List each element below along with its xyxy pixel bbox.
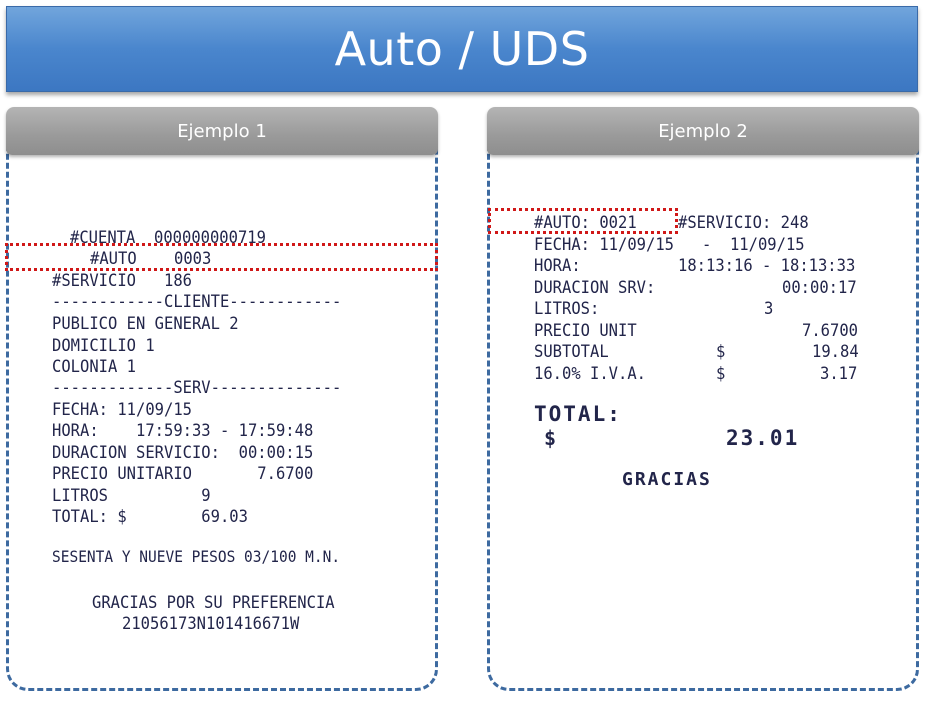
receipt-2-servicio: #SERVICIO: 248 <box>678 213 809 233</box>
receipt-2-gracias: GRACIAS <box>622 469 712 490</box>
receipt-2-subtotal-label: SUBTOTAL <box>534 342 609 362</box>
receipt-2-precio-value: 7.6700 <box>802 321 858 341</box>
title-banner: Auto / UDS <box>6 6 918 92</box>
receipt-1-amount-words: SESENTA Y NUEVE PESOS 03/100 M.N. <box>52 549 341 567</box>
receipt-1-cuenta: #CUENTA 000000000719 <box>70 228 266 248</box>
receipt-1-serv-separator: -------------SERV-------------- <box>52 378 342 398</box>
receipt-2-auto-highlight <box>488 208 678 234</box>
receipt-2-litros-value: 3 <box>764 299 774 319</box>
receipt-2-duracion-label: DURACION SRV: <box>534 278 656 298</box>
receipt-1-cliente-separator: ------------CLIENTE------------ <box>52 292 342 312</box>
receipt-2-hora-label: HORA: <box>534 256 581 276</box>
example-2-tab: Ejemplo 2 <box>487 107 919 155</box>
receipt-2-iva-currency: $ <box>716 364 726 384</box>
receipt-1-cliente-line-2: DOMICILIO 1 <box>52 336 155 356</box>
receipt-2-duracion-value: 00:00:17 <box>782 278 857 298</box>
receipt-2-subtotal-currency: $ <box>716 342 726 362</box>
receipt-2-total-value: 23.01 <box>726 426 800 450</box>
receipt-2-iva-label: 16.0% I.V.A. <box>534 364 646 384</box>
example-1-tab-label: Ejemplo 1 <box>177 120 267 142</box>
receipt-1-cliente-line-1: PUBLICO EN GENERAL 2 <box>52 314 239 334</box>
receipt-1-fecha: FECHA: 11/09/15 <box>52 400 192 420</box>
receipt-2-auto: #AUTO: 0021 <box>534 213 637 233</box>
receipt-2-total-currency: $ <box>544 426 557 450</box>
receipt-1-auto-highlight <box>5 243 438 271</box>
receipt-2-subtotal-value: 19.84 <box>812 342 859 362</box>
receipt-1-servicio: #SERVICIO 186 <box>52 271 192 291</box>
receipt-1-gracias: GRACIAS POR SU PREFERENCIA <box>92 593 335 613</box>
receipt-1-codigo: 21056173N101416671W <box>122 614 300 634</box>
receipt-2-hora-value: 18:13:16 - 18:13:33 <box>678 256 856 276</box>
receipt-2-total-label: TOTAL: <box>534 402 622 426</box>
receipt-1-total: TOTAL: $ 69.03 <box>52 507 248 527</box>
page-title: Auto / UDS <box>334 22 590 76</box>
example-2-panel <box>487 107 919 691</box>
receipt-2-precio-label: PRECIO UNIT <box>534 321 637 341</box>
example-1-tab: Ejemplo 1 <box>6 107 438 155</box>
receipt-2-litros-label: LITROS: <box>534 299 600 319</box>
receipt-2-fecha: FECHA: 11/09/15 - 11/09/15 <box>534 235 805 255</box>
receipt-2-iva-value: 3.17 <box>820 364 858 384</box>
receipt-1-auto: #AUTO 0003 <box>90 249 212 269</box>
receipt-1-precio: PRECIO UNITARIO 7.6700 <box>52 464 314 484</box>
example-2-tab-label: Ejemplo 2 <box>658 120 748 142</box>
receipt-1-hora: HORA: 17:59:33 - 17:59:48 <box>52 421 314 441</box>
receipt-1-cliente-line-3: COLONIA 1 <box>52 357 136 377</box>
receipt-1-duracion: DURACION SERVICIO: 00:00:15 <box>52 443 314 463</box>
receipt-1-litros: LITROS 9 <box>52 486 211 506</box>
